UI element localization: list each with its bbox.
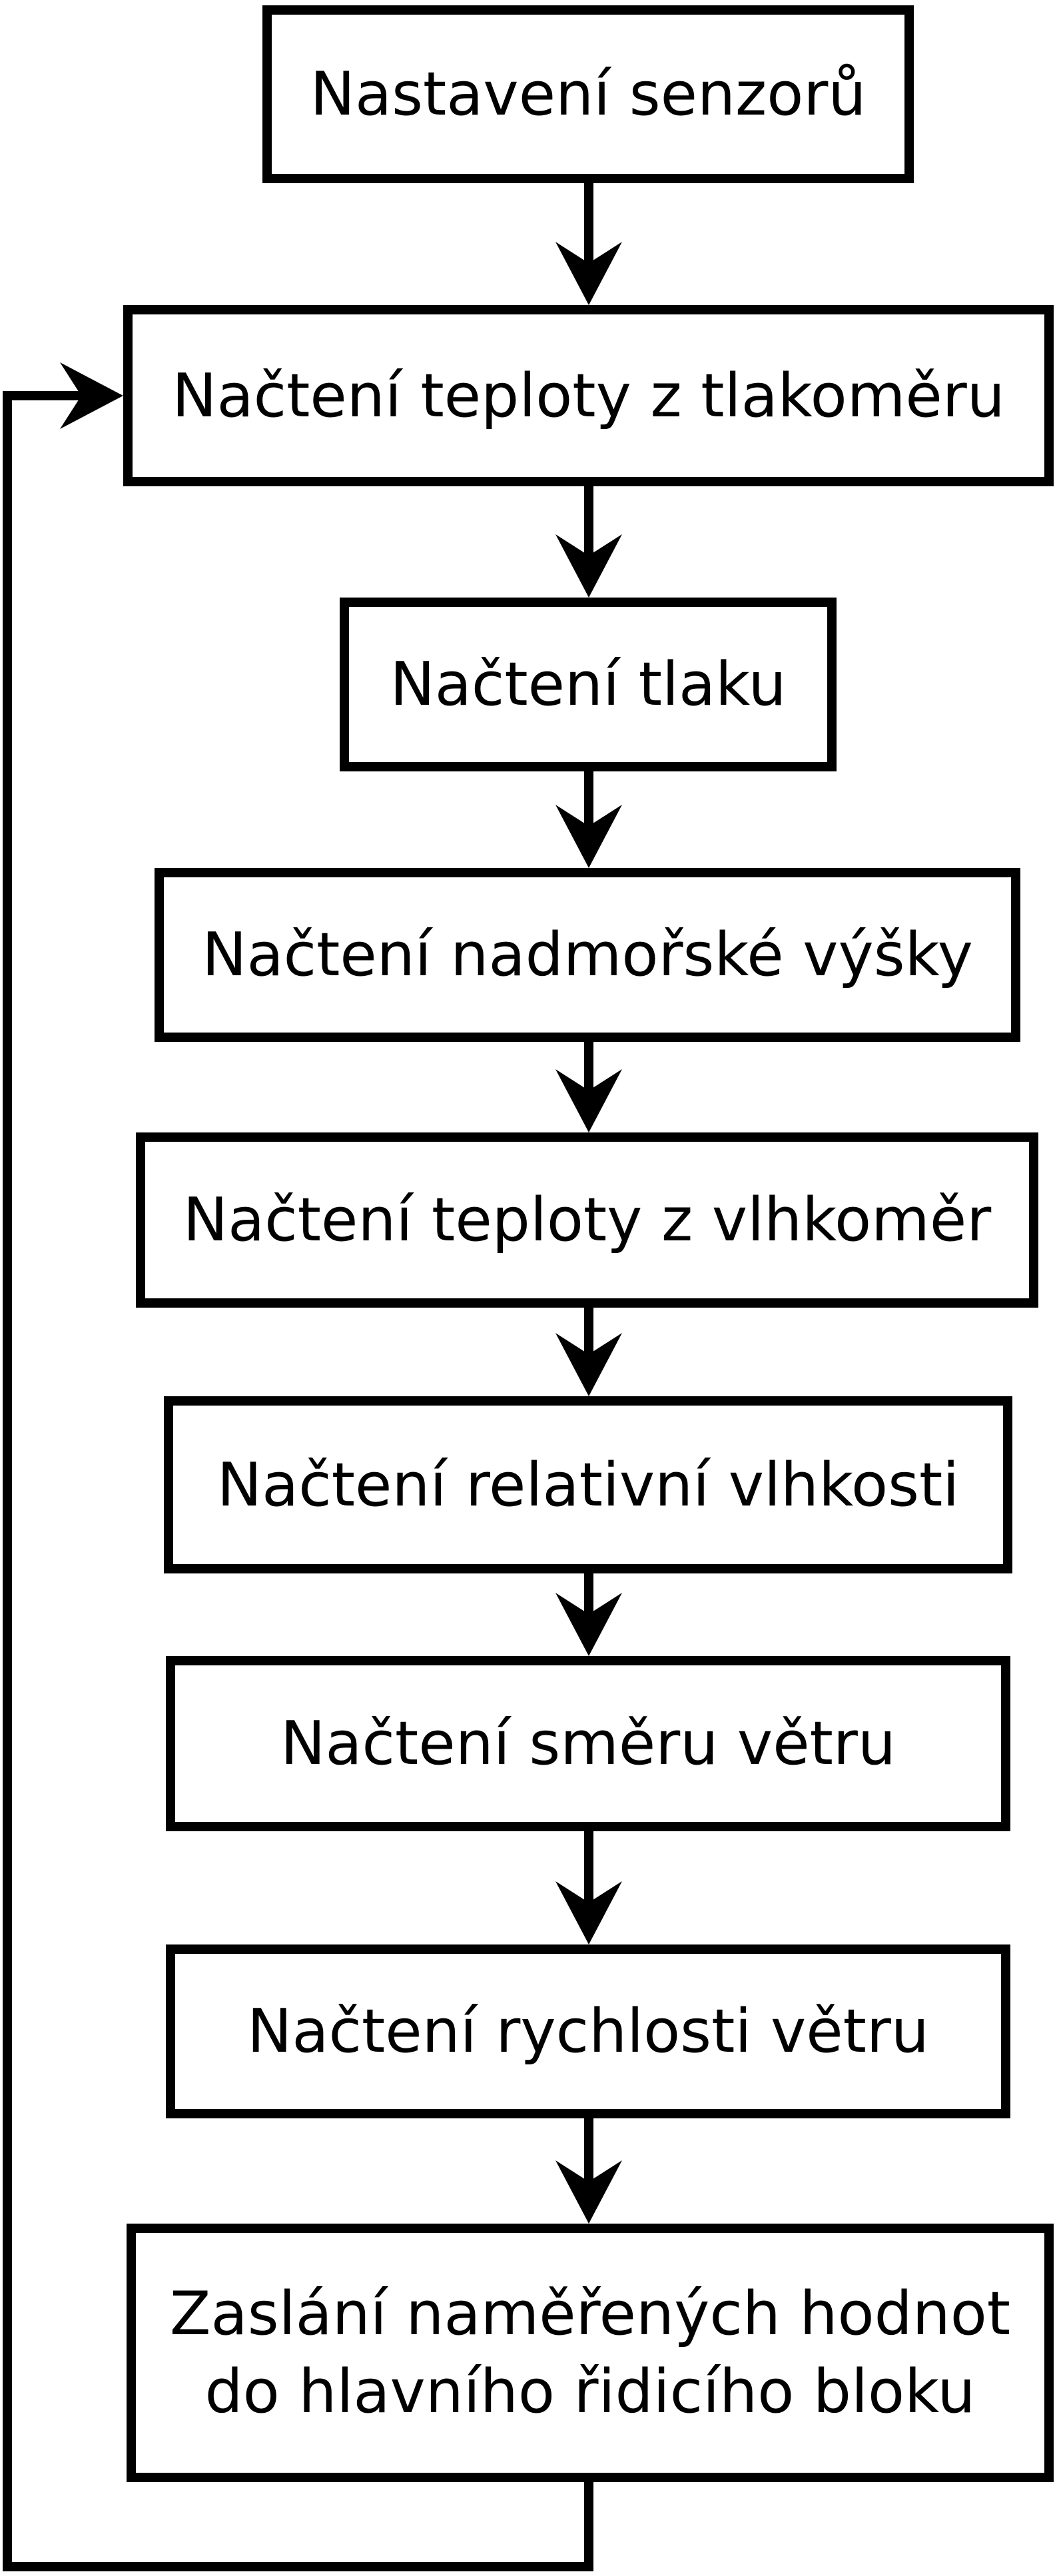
edge-read-rel-humidity-read-wind-dir — [555, 1573, 622, 1656]
flow-node-nacteni-tlaku: Načtení tlaku — [340, 598, 837, 771]
node-label: Načtení relativní vlhkosti — [216, 1450, 960, 1520]
edge-read-altitude-read-temp-hygro — [555, 1042, 622, 1132]
edge-loop-send-values-read-temp-baro — [3, 362, 593, 2571]
node-label: Načtení teploty z tlakoměru — [172, 360, 1005, 431]
edge-read-wind-speed-send-values — [555, 2118, 622, 2224]
node-label: Nastavení senzorů — [310, 59, 867, 129]
flow-node-nacteni-teploty-z-tlakomeru: Načtení teploty z tlakoměru — [123, 305, 1054, 486]
edge-read-wind-dir-read-wind-speed — [555, 1831, 622, 1944]
edge-read-temp-hygro-read-rel-humidity — [555, 1308, 622, 1396]
node-label: Načtení tlaku — [390, 649, 787, 719]
flow-node-nacteni-rychlosti-vetru: Načtení rychlosti větru — [166, 1944, 1010, 2118]
flow-node-nacteni-teploty-z-vlhkomeru: Načtení teploty z vlhkoměr — [136, 1132, 1038, 1308]
flow-node-nacteni-smeru-vetru: Načtení směru větru — [166, 1656, 1010, 1831]
node-label-line-2: do hlavního řidicího bloku — [204, 2357, 976, 2427]
edge-start-read-temp-baro — [555, 183, 622, 305]
flow-node-nacteni-relativni-vlhkosti: Načtení relativní vlhkosti — [164, 1396, 1012, 1573]
node-label: Načtení teploty z vlhkoměr — [182, 1185, 992, 1255]
node-label: Načtení rychlosti větru — [247, 1996, 929, 2066]
node-label: Načtení nadmořské výšky — [202, 920, 973, 990]
edge-read-pressure-read-altitude — [555, 771, 622, 868]
node-label-line-1: Zaslání naměřených hodnot — [169, 2279, 1011, 2349]
flow-node-nacteni-nadmorske-vysky: Načtení nadmořské výšky — [155, 868, 1020, 1042]
flow-node-nastaveni-senzoru: Nastavení senzorů — [262, 5, 914, 183]
edge-read-temp-baro-read-pressure — [555, 486, 622, 598]
node-label: Načtení směru větru — [280, 1709, 896, 1779]
flow-node-zaslani-namerenych-hodnot: Zaslání naměřených hodnot do hlavního ři… — [127, 2224, 1054, 2482]
